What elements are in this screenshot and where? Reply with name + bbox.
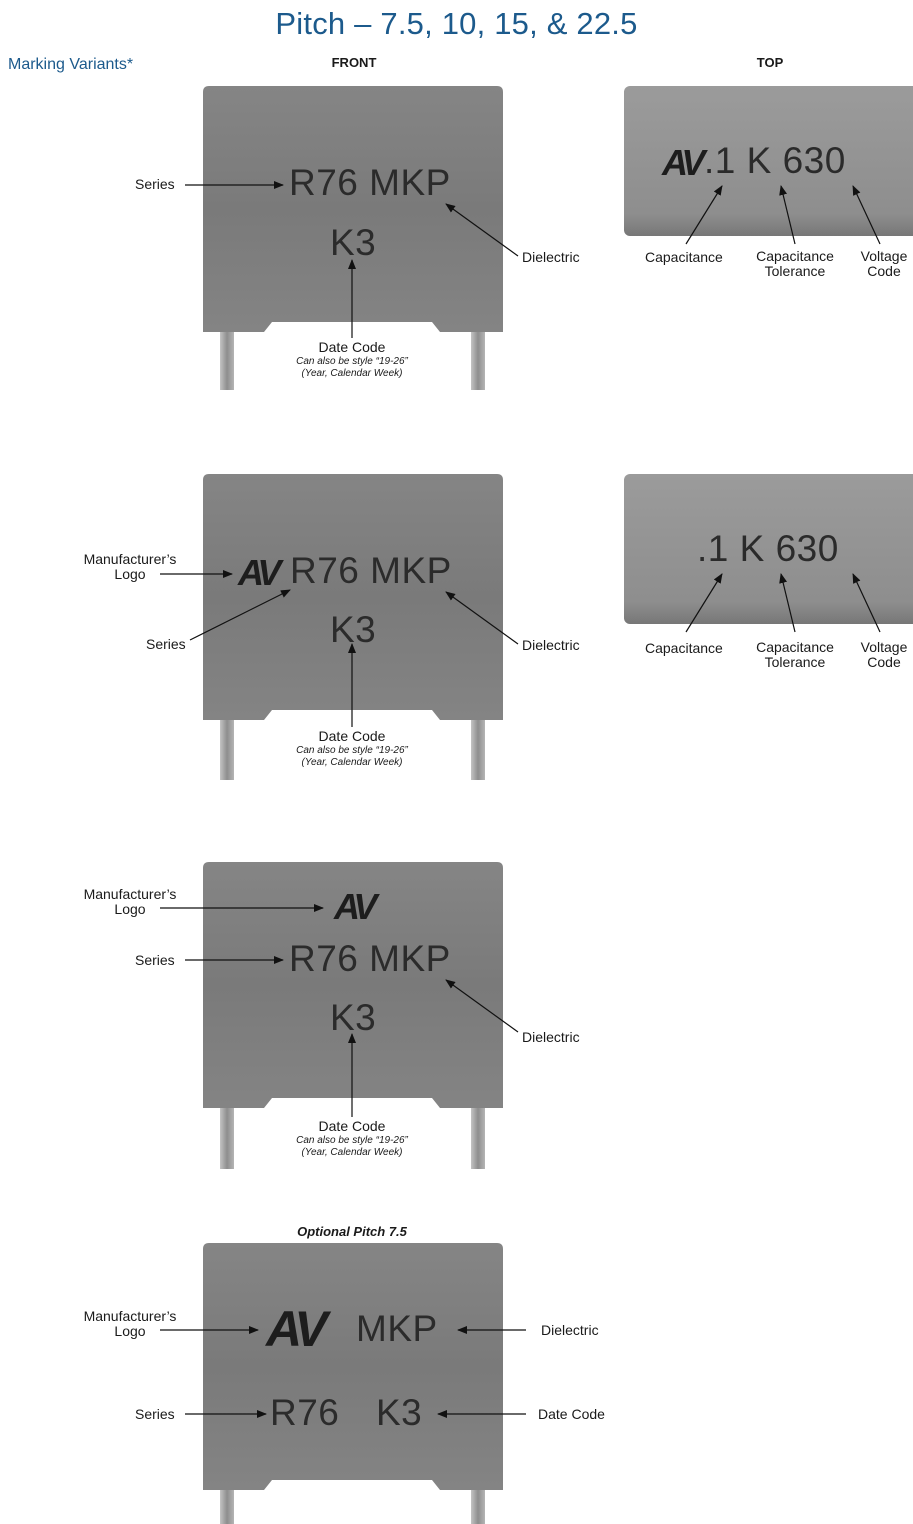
page-title: Pitch – 7.5, 10, 15, & 22.5: [275, 6, 638, 41]
front-logo: AV: [266, 1301, 328, 1357]
marking-date-code: K3: [376, 1392, 423, 1433]
capacitor-front-4: [203, 1243, 503, 1524]
label-date-code: Date Code: [318, 339, 386, 355]
marking-dielectric: MKP: [356, 1308, 438, 1349]
date-code-note-2: (Year, Calendar Week): [301, 757, 403, 768]
date-code-note-2: (Year, Calendar Week): [301, 368, 403, 379]
top-marking-value: .1 K 630: [704, 140, 846, 181]
label-dielectric: Dielectric: [522, 1029, 580, 1045]
marking-series-dielectric: R76 MKP: [290, 550, 452, 591]
marking-date-code: K3: [330, 609, 377, 650]
marking-series-dielectric: R76 MKP: [289, 938, 451, 979]
date-code-note-1: Can also be style “19-26”: [296, 1135, 408, 1146]
top-logo: AV: [662, 142, 705, 183]
date-code-note-1: Can also be style “19-26”: [296, 745, 408, 756]
label-date-code: Date Code: [318, 1118, 386, 1134]
label-series: Series: [135, 952, 175, 968]
label-series: Series: [135, 176, 175, 192]
front-logo: AV: [334, 886, 377, 927]
label-date-code: Date Code: [318, 728, 386, 744]
top-marking-value: .1 K 630: [697, 528, 839, 569]
label-dielectric: Dielectric: [522, 249, 580, 265]
label-dielectric: Dielectric: [541, 1322, 599, 1338]
marking-date-code: K3: [330, 222, 377, 263]
marking-series-dielectric: R76 MKP: [289, 162, 451, 203]
label-dielectric: Dielectric: [522, 637, 580, 653]
label-capacitance: Capacitance: [645, 249, 723, 265]
label-date-code: Date Code: [538, 1406, 605, 1422]
top-column-header: TOP: [756, 55, 784, 70]
label-capacitance: Capacitance: [645, 640, 723, 656]
front-column-header: FRONT: [331, 55, 377, 70]
marking-variants-heading: Marking Variants*: [8, 56, 134, 73]
label-series: Series: [135, 1406, 175, 1422]
front-logo: AV: [238, 552, 281, 593]
marking-series: R76: [270, 1392, 340, 1433]
optional-pitch-header: Optional Pitch 7.5: [297, 1224, 407, 1239]
date-code-note-1: Can also be style “19-26”: [296, 356, 408, 367]
label-series: Series: [146, 636, 186, 652]
marking-date-code: K3: [330, 997, 377, 1038]
date-code-note-2: (Year, Calendar Week): [301, 1147, 403, 1158]
